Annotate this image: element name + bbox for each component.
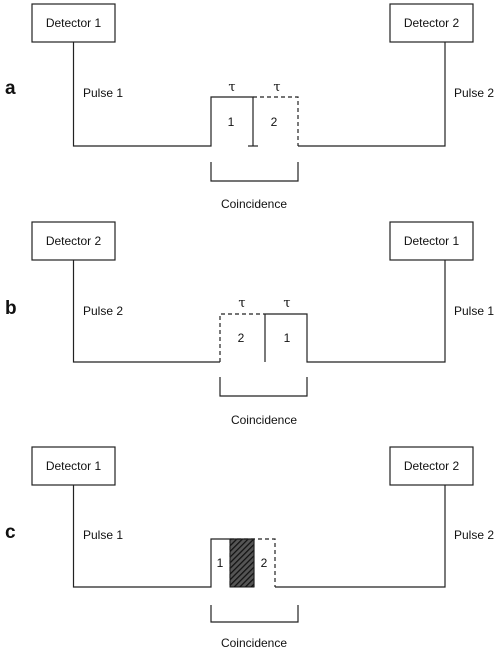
pulse-number-left: 2 (238, 331, 245, 345)
detector-right-label: Detector 2 (404, 16, 460, 30)
detector-left-box (31, 3, 116, 43)
detector-right-label: Detector 1 (404, 234, 460, 248)
pulse-number-right: 2 (271, 115, 278, 129)
panel-label: c (5, 522, 16, 543)
tau-right-label: τ (283, 296, 290, 311)
overlap-hatched-region (229, 538, 255, 588)
pulse-right-label: Pulse 2 (454, 86, 494, 100)
pulse-left-trace (72, 485, 255, 588)
pulse-left-trace (72, 42, 254, 147)
pulse-left-label: Pulse 2 (83, 304, 123, 318)
pulse-left-label: Pulse 1 (83, 528, 123, 542)
pulse-number-right: 1 (284, 331, 291, 345)
panel-label: a (5, 78, 16, 99)
tau-left-label: τ (228, 80, 235, 95)
detector-left-label: Detector 1 (46, 16, 102, 30)
coincidence-bracket (210, 605, 299, 623)
pulse-right-label: Pulse 2 (454, 528, 494, 542)
pulse-left-trace (72, 260, 220, 363)
pulse-left-label: Pulse 1 (83, 86, 123, 100)
pulse-number-left: 1 (228, 115, 235, 129)
pulse-right-trace (298, 42, 446, 147)
coincidence-label: Coincidence (231, 413, 297, 427)
coincidence-bracket (210, 162, 299, 182)
panel-b: b Detector 2 Detector 1 Pulse 2 Pulse 1 … (5, 221, 494, 427)
panel-c: c Detector 1 Detector 2 Pulse 1 Pulse 2 … (5, 446, 494, 650)
pulse-number-right: 2 (261, 556, 268, 570)
detector-right-box (389, 221, 474, 261)
pulse-right-dashed-trace (230, 538, 276, 587)
panel-a: a Detector 1 Detector 2 Pulse 1 Pulse 2 … (5, 3, 494, 211)
pulse-right-trace (275, 485, 446, 588)
coincidence-bracket (219, 377, 308, 397)
detector-left-label: Detector 2 (46, 234, 102, 248)
pulse-right-trace (265, 260, 446, 363)
detector-right-label: Detector 2 (404, 459, 460, 473)
pulse-right-dashed-trace (253, 96, 299, 146)
panel-label: b (5, 298, 17, 319)
tau-left-label: τ (238, 296, 245, 311)
pulse-number-left: 1 (217, 556, 224, 570)
detector-right-box (389, 3, 474, 43)
detector-left-box (31, 221, 116, 261)
detector-right-box (389, 446, 474, 486)
tau-right-label: τ (273, 80, 280, 95)
detector-left-label: Detector 1 (46, 459, 102, 473)
coincidence-label: Coincidence (221, 636, 287, 650)
pulse-left-dashed-trace (219, 313, 265, 362)
pulse-right-label: Pulse 1 (454, 304, 494, 318)
detector-left-box (31, 446, 116, 486)
coincidence-label: Coincidence (221, 197, 287, 211)
